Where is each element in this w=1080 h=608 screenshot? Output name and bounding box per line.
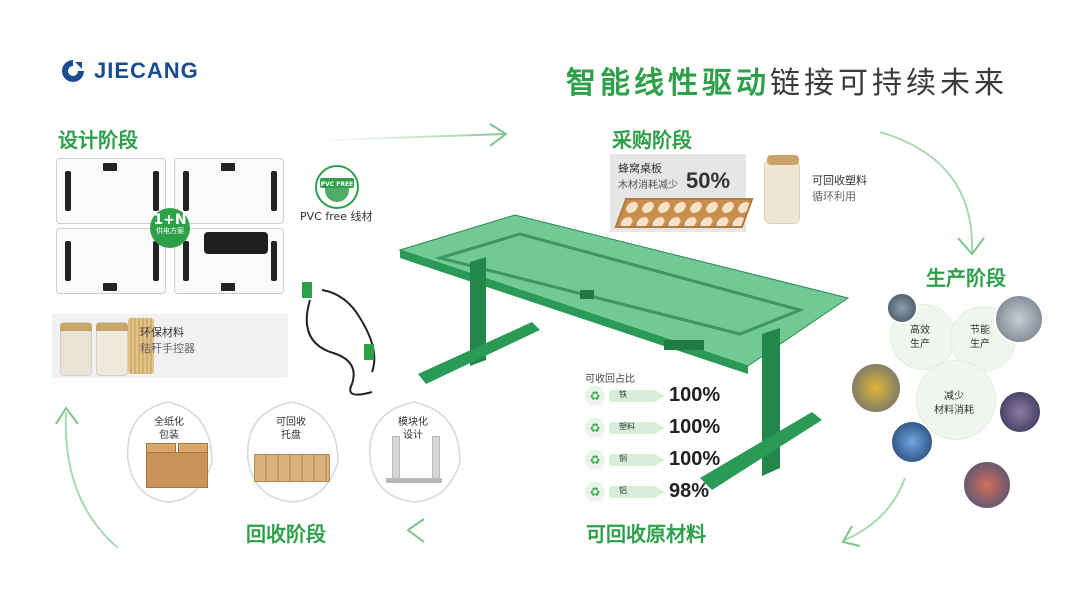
straw-bundle <box>128 318 154 374</box>
factory-photo <box>886 292 918 324</box>
recycle-icon: ♻ <box>585 418 605 438</box>
headline-highlight: 智能线性驱动 <box>566 66 770 101</box>
recycle-icon: ♻ <box>585 386 605 406</box>
material-percent: 100% <box>669 448 721 470</box>
material-percent: 100% <box>669 384 721 406</box>
headline-rest: 链接可持续未来 <box>770 66 1008 101</box>
machine-photo <box>998 390 1042 434</box>
arrow-production-to-raw <box>841 477 906 547</box>
honeycomb-value: 50% <box>686 168 731 193</box>
honeycomb-sub: 木材消耗减少 <box>618 180 678 191</box>
desk-panel <box>56 158 166 224</box>
material-name: 铁 <box>619 390 627 399</box>
desk-panel <box>174 158 284 224</box>
eco-materials-panel <box>52 314 288 378</box>
material-name: 铝 <box>619 486 627 495</box>
modular-leg-illustration <box>392 436 400 482</box>
reduce-consumption-label: 减少 材料消耗 <box>934 391 974 416</box>
desk-panel <box>56 228 166 294</box>
warehouse-photo <box>962 460 1012 510</box>
material-jar <box>60 322 92 376</box>
badge-main-text: 1+N <box>153 212 187 228</box>
recycle-item-pallet: 可回收 托盘 <box>276 417 306 441</box>
recycle-item-packaging: 全纸化 包装 <box>154 417 184 441</box>
recyclable-plastic-title: 可回收塑料 <box>812 174 867 187</box>
reduce-consumption-circle <box>916 360 996 440</box>
logo-text: JIECANG <box>94 58 199 83</box>
recycle-icon: ♻ <box>585 450 605 470</box>
honeycomb-cells <box>614 198 754 228</box>
arrow-raw-to-recycling <box>406 518 565 543</box>
recycle-icon: ♻ <box>585 482 605 502</box>
pvc-badge-text: PVC FREE <box>321 181 353 188</box>
honeycomb-title: 蜂窝桌板 <box>618 162 662 175</box>
eco-materials-title: 环保材料 <box>140 326 184 339</box>
recyclable-ratio-title: 可收回占比 <box>585 374 635 385</box>
recycle-item-modular: 模块化 设计 <box>398 417 428 441</box>
modular-base-illustration <box>386 478 442 483</box>
efficient-production-label: 高效 生产 <box>910 325 930 350</box>
recycle-loop-modular <box>368 401 461 503</box>
arrow-design-to-procurement <box>329 123 508 147</box>
cardboard-box-illustration <box>146 443 208 488</box>
recyclable-plastic-sub: 循环利用 <box>812 190 856 203</box>
material-percent: 98% <box>669 480 710 502</box>
recyclable-plastic-jar <box>764 155 800 224</box>
light-photo <box>890 420 934 464</box>
pallet-illustration <box>254 454 330 482</box>
power-supply-box <box>204 232 268 254</box>
recycle-loop-packaging <box>126 401 213 503</box>
arrow-recycling-to-design <box>55 406 119 549</box>
jiecang-logo-icon <box>62 60 84 82</box>
modular-leg-illustration <box>432 436 440 482</box>
material-name: 铜 <box>619 454 627 463</box>
stage-title-raw-materials: 可回收原材料 <box>586 522 706 546</box>
material-jar <box>96 322 128 376</box>
robot-arm-photo <box>850 362 902 414</box>
recycle-loop-pallet <box>246 401 339 503</box>
eco-materials-sub: 秸秆手控器 <box>140 342 195 355</box>
pvc-free-cable-illustration <box>302 282 376 396</box>
factory-photo <box>994 294 1044 344</box>
recyclable-row: ♻ 铜 100% <box>585 448 725 472</box>
recyclable-row: ♻ 塑料 100% <box>585 416 725 440</box>
stage-title-design: 设计阶段 <box>58 128 138 152</box>
pvc-free-label: PVC free 线材 <box>300 210 373 223</box>
stage-title-procurement: 采购阶段 <box>612 128 692 152</box>
energy-saving-label: 节能 生产 <box>970 325 990 350</box>
pvc-free-badge-icon: PVC FREE <box>315 165 359 209</box>
recyclable-row: ♻ 铝 98% <box>585 480 725 504</box>
power-supply-grid <box>56 158 284 294</box>
badge-sub-text: 供电方案 <box>156 227 184 235</box>
standing-desk-illustration <box>398 214 850 490</box>
production-cluster: 高效 生产 节能 生产 减少 材料消耗 <box>846 290 1066 520</box>
material-name: 塑料 <box>619 422 635 431</box>
material-percent: 100% <box>669 416 721 438</box>
stage-title-recycling: 回收阶段 <box>246 522 326 546</box>
power-solution-badge: 1+N 供电方案 <box>150 208 190 248</box>
brand-logo: JIECANG <box>60 58 199 84</box>
recyclable-row: ♻ 铁 100% <box>585 384 725 408</box>
page-headline: 智能线性驱动链接可持续未来 <box>566 58 1008 102</box>
honeycomb-board-panel <box>610 154 754 232</box>
stage-title-production: 生产阶段 <box>926 266 1006 290</box>
arrow-procurement-to-production <box>879 131 985 256</box>
